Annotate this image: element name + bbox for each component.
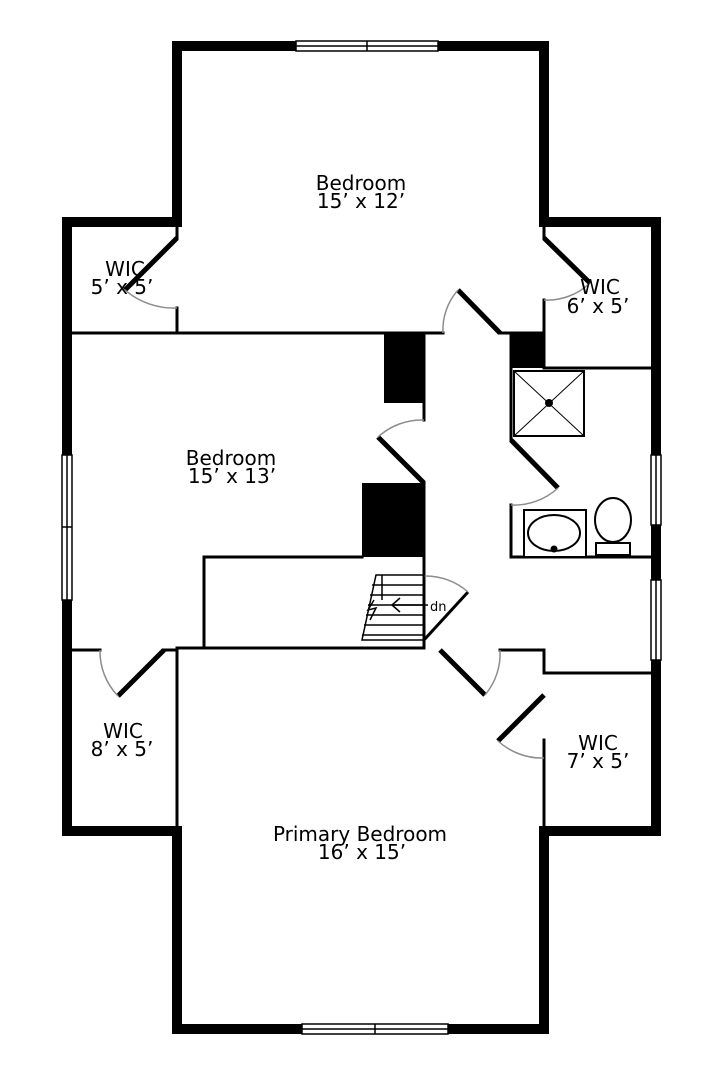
wic-bottom-right-name: WIC xyxy=(578,731,618,755)
door-wic-top-right xyxy=(542,236,592,301)
stairs-dn-label: dn xyxy=(430,600,447,615)
wic-top-right-size: 6’ x 5’ xyxy=(567,294,630,318)
wall-block-hall-upper xyxy=(384,333,424,403)
wic-bottom-right-size: 7’ x 5’ xyxy=(567,749,630,773)
door-primary-bedroom xyxy=(438,648,501,697)
wic-bottom-left-size: 8’ x 5’ xyxy=(91,737,154,761)
wall-block-hall-lower xyxy=(362,483,424,557)
windows xyxy=(61,40,662,1035)
door-top-bedroom xyxy=(442,288,502,335)
toilet-icon xyxy=(594,497,632,556)
top-bedroom-name: Bedroom xyxy=(316,171,406,195)
top-bedroom-size: 15’ x 12’ xyxy=(317,189,405,213)
door-wic-bottom-right xyxy=(496,693,546,759)
primary-bedroom-size: 16’ x 15’ xyxy=(318,840,406,864)
door-wic-bottom-left xyxy=(99,648,166,698)
shower-icon xyxy=(513,370,585,437)
door-bathroom xyxy=(509,438,560,506)
door-wic-top-left xyxy=(123,236,179,309)
primary-bedroom-name: Primary Bedroom xyxy=(273,822,447,846)
wic-top-right-name: WIC xyxy=(580,275,620,299)
wall-block-bath xyxy=(511,333,544,368)
wic-bottom-left-name: WIC xyxy=(103,719,143,743)
room-labels: Bedroom 15’ x 12’ WIC 5’ x 5’ WIC 6’ x 5… xyxy=(91,171,630,864)
door-middle-bedroom xyxy=(376,419,426,485)
middle-bedroom-size: 15’ x 13’ xyxy=(188,464,276,488)
middle-bedroom-name: Bedroom xyxy=(186,446,276,470)
solid-wall-blocks xyxy=(362,333,544,557)
stairs-icon xyxy=(361,574,428,641)
door-stairs xyxy=(422,575,470,642)
wic-top-left-name: WIC xyxy=(105,257,145,281)
sink-icon xyxy=(523,509,587,558)
doors xyxy=(99,236,592,759)
wic-top-left-size: 5’ x 5’ xyxy=(91,275,154,299)
